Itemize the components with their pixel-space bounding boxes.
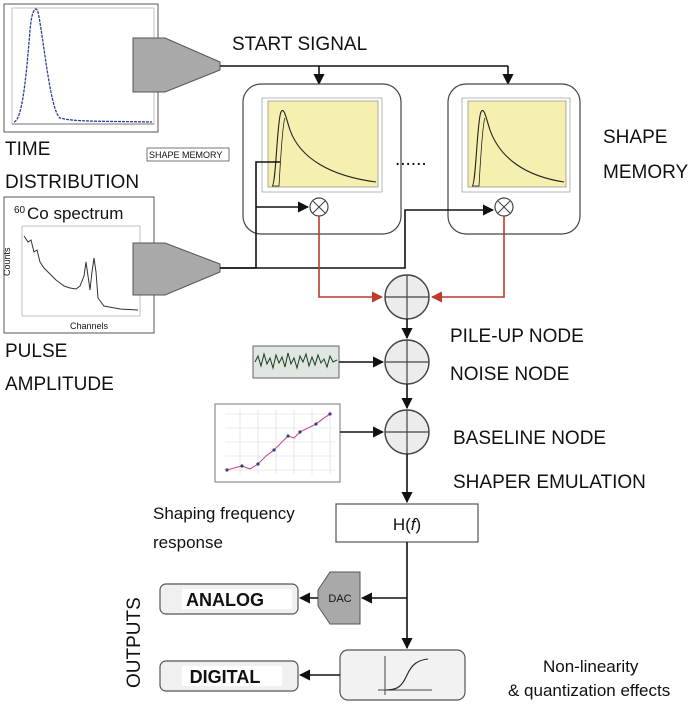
time-input-trapezoid <box>132 37 221 93</box>
shape-memory-block-1 <box>242 83 402 235</box>
amplitude-label: AMPLITUDE <box>5 374 114 395</box>
analog-label: ANALOG <box>186 590 264 610</box>
pileup-sum-node <box>384 274 430 320</box>
co-superscript: 60 <box>14 205 26 216</box>
co-spectrum-label: Co spectrum <box>27 204 123 223</box>
shape-memory-block-2 <box>447 83 581 235</box>
outputs-label: OUTPUTS <box>124 597 145 688</box>
dac-shape <box>317 571 361 625</box>
pileup-node-label: PILE-UP NODE <box>450 326 584 347</box>
hf-filter-label: H(f) <box>393 515 421 534</box>
amplitude-line-2 <box>220 209 470 269</box>
red-line-right <box>430 216 505 303</box>
red-line-left <box>318 216 384 303</box>
time-label: TIME <box>5 139 50 160</box>
amplitude-input-trapezoid <box>132 242 221 296</box>
hf-f: f <box>411 515 418 534</box>
time-distribution-plot <box>3 3 159 133</box>
shape-label: SHAPE <box>603 127 667 148</box>
baseline-plot <box>214 403 341 483</box>
digital-label: DIGITAL <box>190 667 261 687</box>
response-label: response <box>153 533 223 552</box>
distribution-label: DISTRIBUTION <box>5 172 139 193</box>
noise-plot <box>252 345 340 379</box>
hf-pre: H( <box>393 515 411 534</box>
svg-text:Channels: Channels <box>70 321 109 331</box>
quantization-label: & quantization effects <box>508 681 670 700</box>
nonlinearity-box <box>339 649 466 701</box>
shaping-frequency-label: Shaping frequency <box>153 504 295 523</box>
shaper-emulation-label: SHAPER EMULATION <box>453 472 646 493</box>
shape-memory-small-label: SHAPE MEMORY <box>149 150 222 160</box>
hf-filter-box <box>335 503 479 543</box>
co-spectrum-plot: Counts Channels <box>2 196 155 334</box>
hf-post: ) <box>416 515 422 534</box>
noise-node-label: NOISE NODE <box>450 364 569 385</box>
memory-label: MEMORY <box>603 162 688 183</box>
baseline-node-label: BASELINE NODE <box>453 428 606 449</box>
shape-memory-small-box <box>146 147 230 162</box>
pulse-label: PULSE <box>5 341 67 362</box>
baseline-sum-node <box>384 409 430 455</box>
start-signal-label: START SIGNAL <box>232 34 367 55</box>
dac-label: DAC <box>328 593 351 605</box>
noise-sum-node <box>384 339 430 385</box>
svg-text:Counts: Counts <box>2 247 12 276</box>
nonlinearity-label: Non-linearity <box>543 657 639 676</box>
ellipsis: ...... <box>395 149 427 170</box>
